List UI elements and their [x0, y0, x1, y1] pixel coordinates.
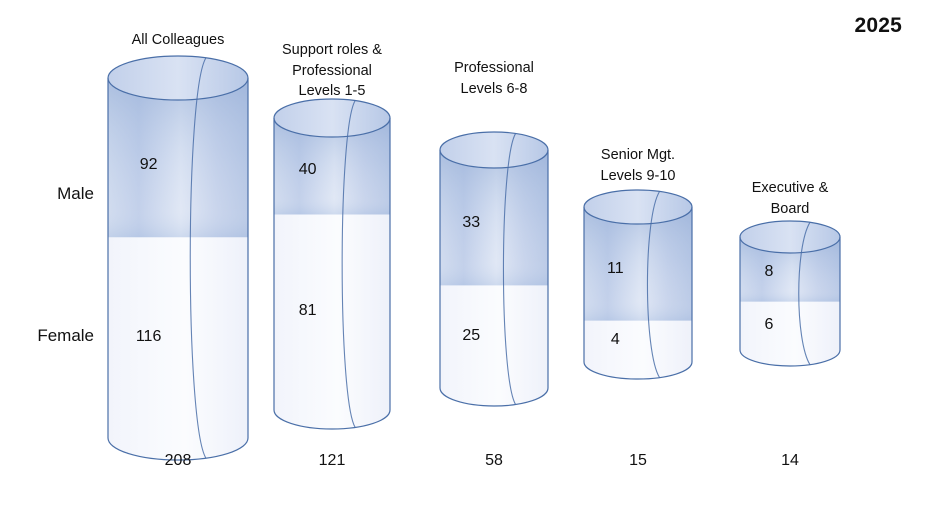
- segment-male-shading: [108, 78, 248, 238]
- total-label-2: 121: [318, 452, 346, 469]
- cylinder-outline: [439, 150, 549, 407]
- category-title-line: Levels 9-10: [600, 167, 676, 184]
- cylinder-top-cap: [439, 131, 549, 169]
- cylinder-top-cap: [273, 98, 391, 138]
- axis-label-male: Male: [57, 184, 94, 203]
- cylinder-seam: [189, 57, 207, 459]
- category-title-4: Senior Mgt. Levels 9-10: [553, 145, 723, 186]
- cylinder-seam: [798, 221, 811, 366]
- year-label: 2025: [854, 14, 902, 37]
- total-label-1: 208: [164, 452, 192, 469]
- category-title-line: Senior Mgt.: [600, 147, 676, 163]
- cylinder-seam: [341, 100, 356, 428]
- segment-male-shading: [440, 150, 548, 286]
- segment-male-shading: [584, 207, 692, 321]
- segment-male-shading: [740, 237, 840, 302]
- cylinder-outline: [583, 207, 693, 380]
- category-title-line: Levels 1-5: [298, 83, 366, 100]
- segment-female: [440, 285, 548, 406]
- category-title-line: Support roles &: [282, 42, 382, 58]
- cylinder-outline: [739, 237, 841, 367]
- category-title-line: Board: [770, 200, 810, 217]
- segment-female: [108, 237, 248, 460]
- segment-female: [584, 320, 692, 379]
- category-title-line: Executive &: [751, 180, 829, 196]
- cylinder-1: [107, 55, 249, 461]
- cylinder-outline: [107, 78, 249, 461]
- axis-label-female: Female: [37, 326, 94, 345]
- cylinder-3: [439, 131, 549, 407]
- total-label-3: 58: [485, 452, 503, 469]
- cylinder-seam: [646, 191, 661, 378]
- cylinder-top-cap: [583, 189, 693, 225]
- cylinder-5: [739, 220, 841, 367]
- category-title-line: Professional: [292, 62, 372, 79]
- category-title-1: All Colleagues: [83, 30, 273, 51]
- category-title-line: Professional: [454, 60, 534, 76]
- cylinder-outline: [273, 118, 391, 430]
- total-label-5: 14: [781, 452, 799, 469]
- category-title-5: Executive & Board: [710, 178, 870, 219]
- cylinder-top-cap: [107, 55, 249, 101]
- segment-female: [274, 214, 390, 429]
- category-title-line: All Colleagues: [131, 32, 225, 48]
- segment-female: [740, 301, 840, 366]
- cylinder-seam: [502, 133, 517, 405]
- cylinder-top-cap: [739, 220, 841, 254]
- segment-male-shading: [274, 118, 390, 215]
- category-title-line: Levels 6-8: [460, 80, 528, 97]
- cylinder-2: [273, 98, 391, 430]
- cylinder-4: [583, 189, 693, 380]
- total-label-4: 15: [629, 452, 647, 469]
